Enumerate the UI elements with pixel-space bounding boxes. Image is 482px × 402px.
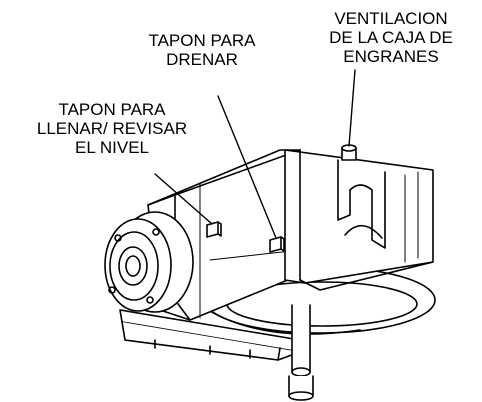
leader-lines xyxy=(154,69,356,239)
vent-label-line-1: VENTILACION xyxy=(334,9,448,28)
drain-plug xyxy=(269,236,285,253)
drain-plug-label: TAPON PARA DRENAR xyxy=(134,31,270,69)
vent-plug xyxy=(341,144,357,161)
fill-label-line-3: EL NIVEL xyxy=(74,138,150,157)
front-flange xyxy=(104,211,194,313)
leader-vent xyxy=(348,69,356,147)
drain-label-line-1: TAPON PARA xyxy=(148,31,256,50)
drain-label-line-2: DRENAR xyxy=(166,50,238,69)
fill-label-line-1: TAPON PARA xyxy=(58,100,166,119)
leader-drain xyxy=(217,95,277,239)
leader-fill xyxy=(154,173,213,225)
fill-check-plug-label: TAPON PARA LLENAR/ REVISAR EL NIVEL xyxy=(6,100,218,157)
side-bracket xyxy=(284,149,434,291)
gearbox-vent-label: VENTILACION DE LA CAJA DE ENGRANES xyxy=(300,9,482,66)
base-plate xyxy=(119,309,301,361)
vent-label-line-2: DE LA CAJA DE xyxy=(329,28,453,47)
fill-level-plug xyxy=(206,221,222,238)
vent-label-line-3: ENGRANES xyxy=(343,47,439,66)
output-shaft xyxy=(288,304,314,401)
fill-label-line-2: LLENAR/ REVISAR xyxy=(36,119,188,138)
